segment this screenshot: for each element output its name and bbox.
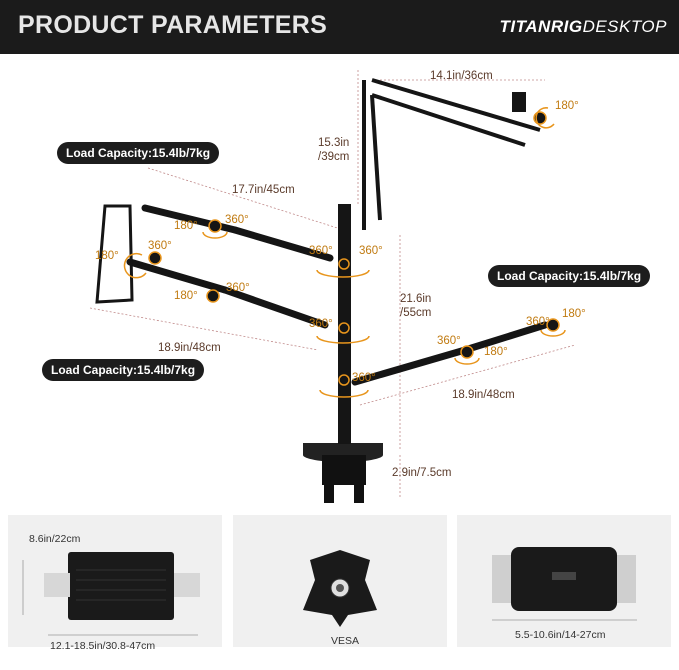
base-height: 2.9in/7.5cm	[392, 467, 452, 479]
vesa-panel: VESA	[233, 515, 447, 647]
rotation-label: 180°	[174, 290, 198, 302]
rotation-label: 180°	[174, 220, 198, 232]
rotation-label: 360°	[526, 316, 550, 328]
rotation-label: 180°	[95, 250, 119, 262]
vesa-plate-illustration	[303, 550, 377, 627]
rotation-label: 360°	[359, 245, 383, 257]
top-arm-length: 14.1in/36cm	[430, 70, 493, 82]
pole-height: 21.6in /55cm	[400, 293, 432, 319]
rotation-label: 360°	[148, 240, 172, 252]
stand-illustration	[89, 70, 576, 503]
rotation-label: 360°	[437, 335, 461, 347]
load-capacity-badge: Load Capacity:15.4lb/7kg	[488, 265, 651, 287]
brand-logo: TITANRIGDESKTOP	[500, 17, 667, 37]
brand-sub: DESKTOP	[582, 17, 667, 36]
upper-left-arm-length: 17.7in/45cm	[232, 184, 295, 196]
rotation-label: 360°	[352, 372, 376, 384]
header-bar: PRODUCT PARAMETERS TITANRIGDESKTOP	[0, 0, 679, 54]
laptop-tray-illustration	[22, 552, 200, 636]
top-arm-height: 15.3in /39cm	[318, 137, 350, 163]
rotation-label: 180°	[484, 346, 508, 358]
rotation-label: 360°	[309, 245, 333, 257]
tray-height-label: 8.6in/22cm	[29, 533, 81, 545]
rotation-label: 360°	[226, 282, 250, 294]
tablet-width-label: 5.5-10.6in/14-27cm	[515, 629, 606, 641]
tray-width-label: 12.1-18.5in/30.8-47cm	[50, 640, 156, 652]
lower-left-arm-length: 18.9in/48cm	[158, 342, 221, 354]
page-title: PRODUCT PARAMETERS	[18, 11, 328, 39]
product-diagram: 14.1in/36cm 15.3in /39cm 17.7in/45cm 21.…	[0, 54, 679, 510]
tablet-holder-illustration	[492, 547, 637, 621]
rotation-label: 180°	[562, 308, 586, 320]
right-arm-length: 18.9in/48cm	[452, 389, 515, 401]
brand-main: TITANRIG	[499, 17, 583, 36]
rotation-label: 180°	[555, 100, 579, 112]
vesa-label: VESA	[331, 635, 360, 647]
rotation-label: 360°	[225, 214, 249, 226]
laptop-tray-panel: 8.6in/22cm 12.1-18.5in/30.8-47cm	[8, 515, 222, 652]
tablet-holder-panel: 5.5-10.6in/14-27cm	[457, 515, 671, 647]
load-capacity-badge: Load Capacity:15.4lb/7kg	[57, 142, 220, 164]
load-capacity-badge: Load Capacity:15.4lb/7kg	[42, 359, 205, 381]
rotation-label: 360°	[309, 318, 333, 330]
